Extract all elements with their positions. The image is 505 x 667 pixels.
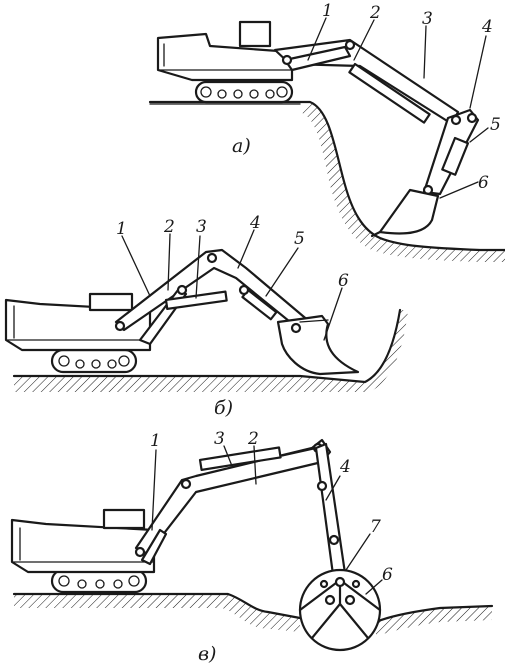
label-c-3: 3 [214, 429, 225, 449]
panel-b: 1 2 3 4 5 6 б) [4, 213, 408, 419]
caption-c: в) [198, 643, 216, 665]
label-a-6: 6 [478, 173, 489, 193]
panel-a: 1 2 3 4 5 6 а) [148, 1, 505, 262]
body-b [4, 292, 152, 352]
label-c-4: 4 [339, 457, 351, 477]
body-a [156, 20, 294, 82]
label-c-2: 2 [247, 429, 259, 449]
caption-a: а) [232, 135, 251, 157]
boom-c [134, 438, 332, 566]
clamshell-bucket-c [298, 568, 382, 652]
panel-c: 1 3 2 4 7 6 в) [10, 429, 494, 665]
ground-b [12, 308, 408, 392]
label-c-7: 7 [370, 517, 381, 537]
label-b-2: 2 [163, 217, 175, 237]
tracks-b [50, 348, 138, 374]
body-c [10, 508, 156, 574]
label-b-3: 3 [196, 217, 207, 237]
leaders-c [151, 445, 383, 595]
label-c-6: 6 [382, 565, 393, 585]
stick-a [422, 108, 480, 196]
label-b-5: 5 [294, 229, 305, 249]
bucket-a [370, 188, 440, 238]
label-a-2: 2 [369, 3, 381, 23]
label-a-1: 1 [322, 1, 333, 21]
ground-c [12, 592, 494, 636]
tracks-c [50, 568, 148, 594]
label-a-3: 3 [422, 9, 433, 29]
caption-b: б) [214, 397, 233, 419]
label-b-4: 4 [249, 213, 261, 233]
label-a-5: 5 [490, 115, 501, 135]
label-b-6: 6 [338, 271, 349, 291]
tracks-a [194, 80, 294, 104]
label-c-1: 1 [150, 431, 161, 451]
label-b-1: 1 [116, 219, 127, 239]
ground-a [148, 100, 505, 262]
leaders-a [307, 17, 489, 199]
bucket-b [276, 314, 360, 376]
label-a-4: 4 [481, 17, 493, 37]
leaders-b [121, 229, 343, 341]
